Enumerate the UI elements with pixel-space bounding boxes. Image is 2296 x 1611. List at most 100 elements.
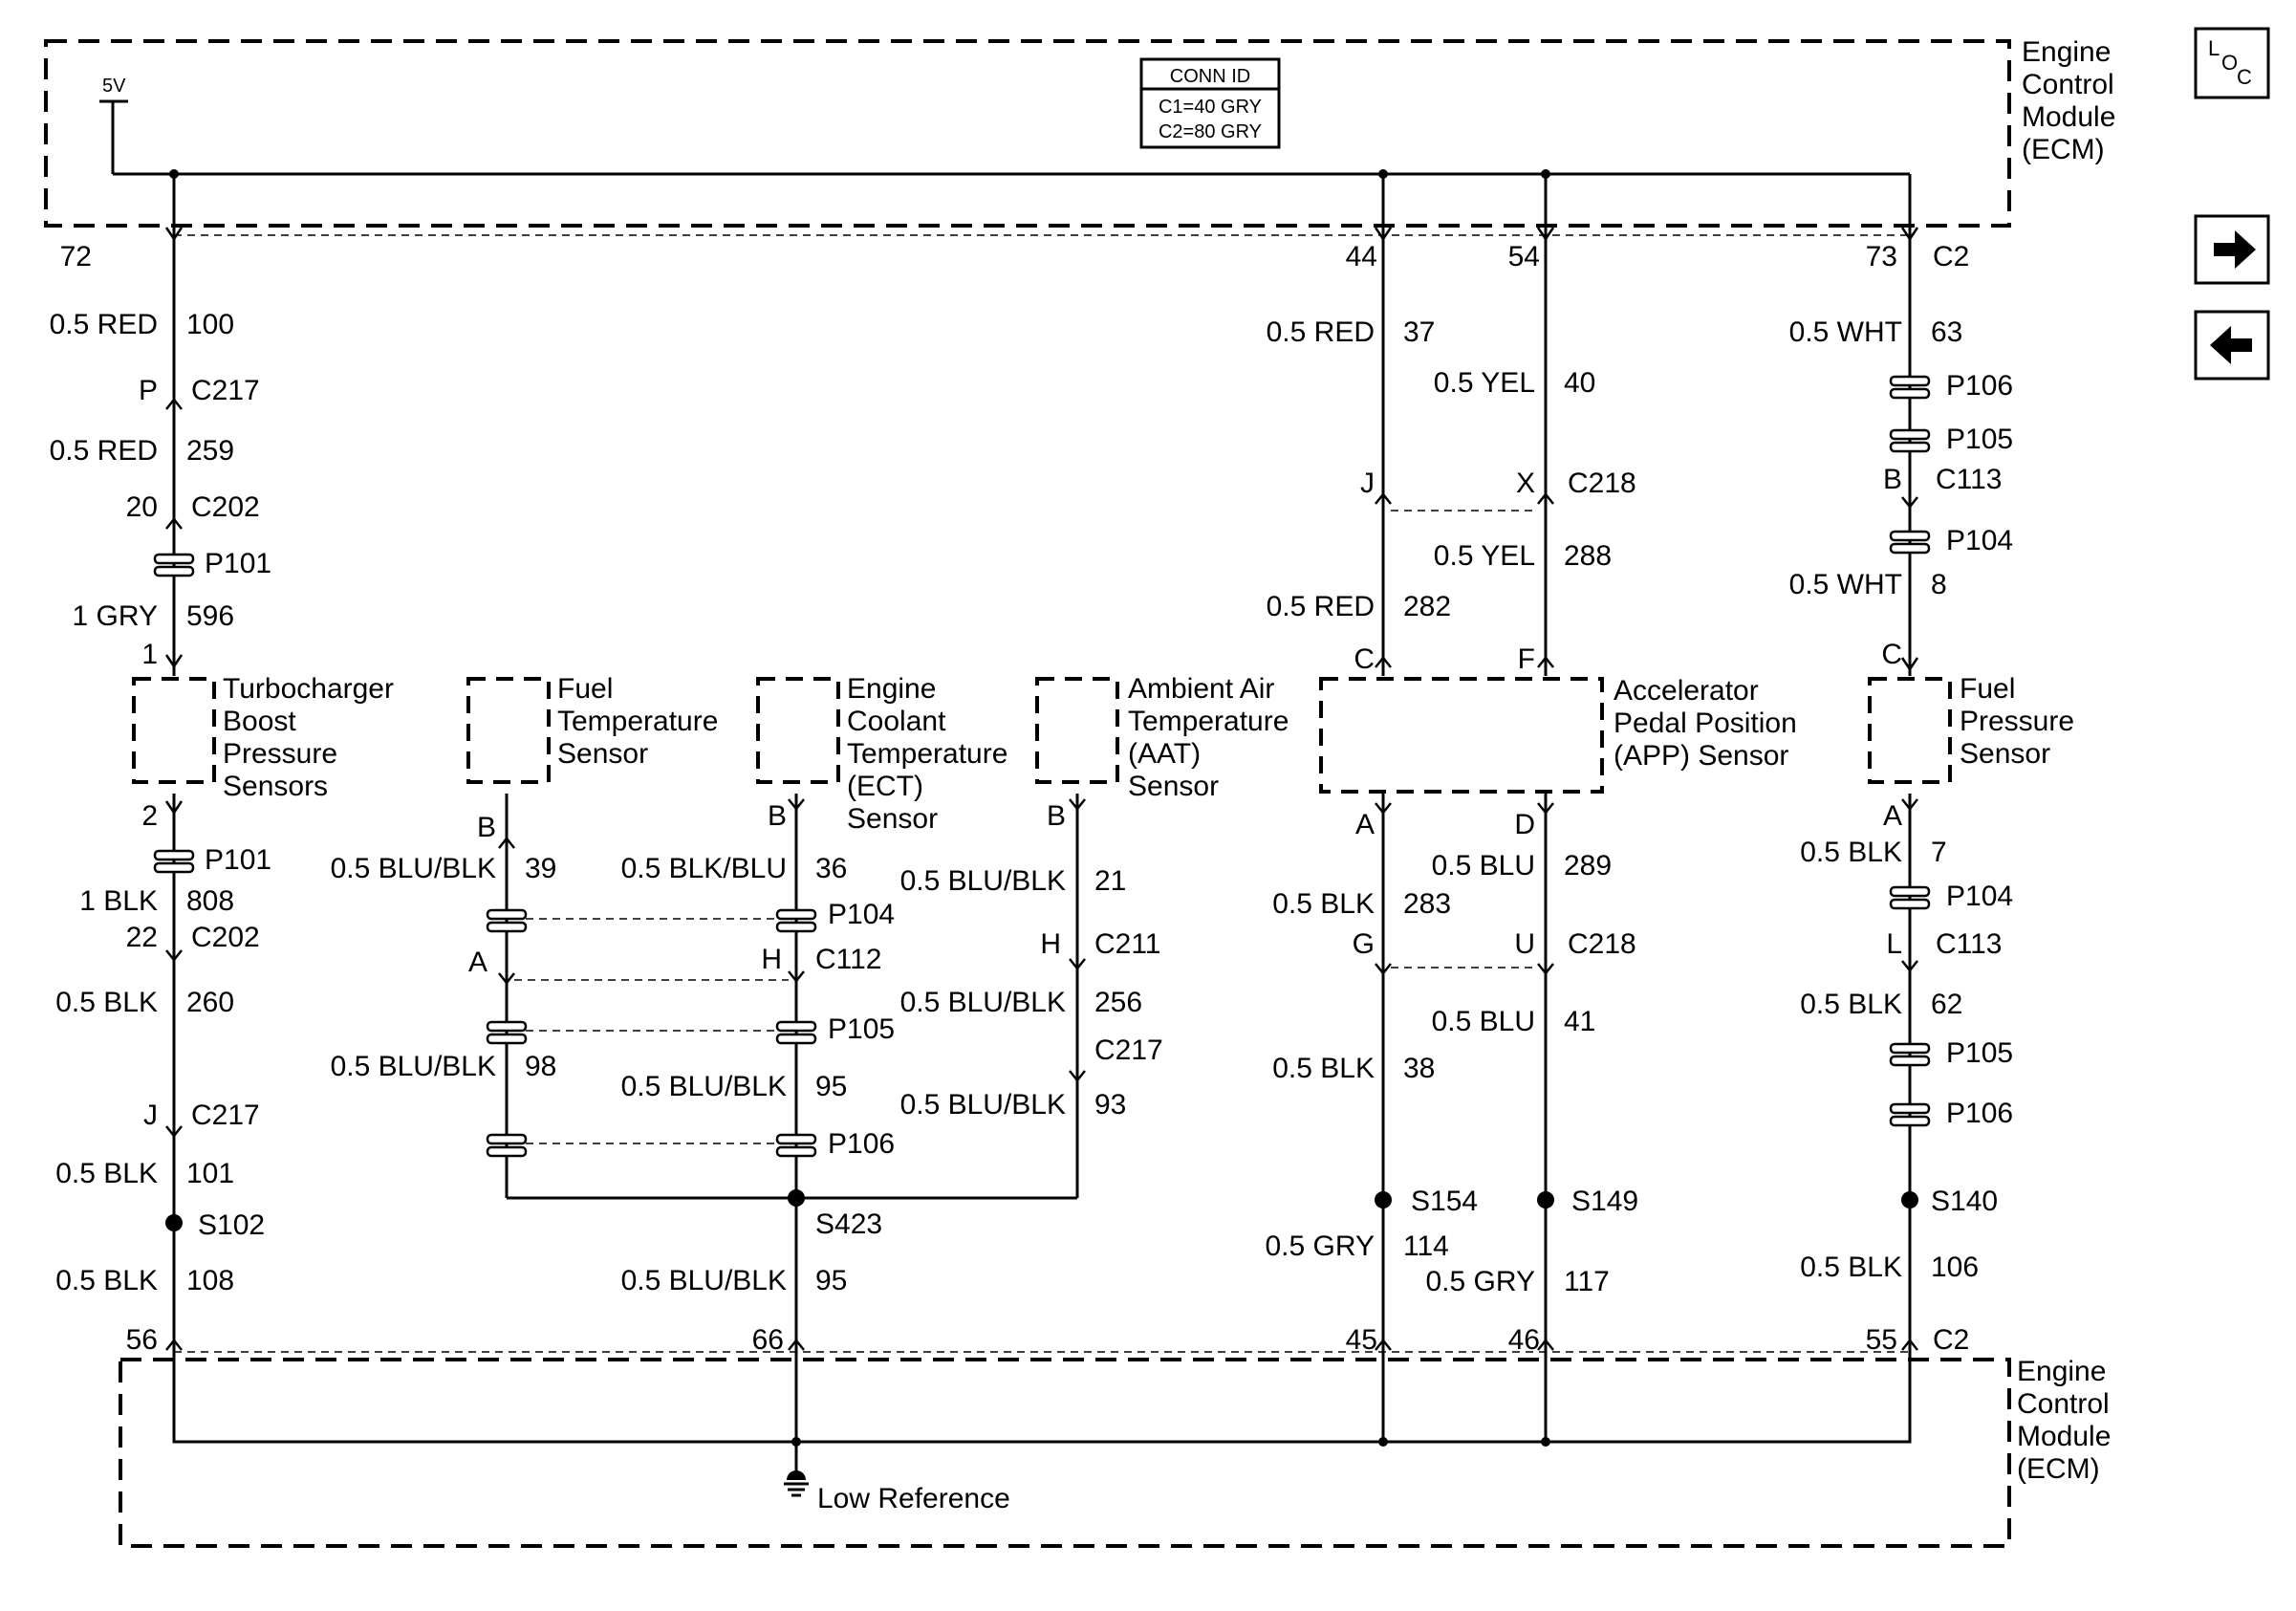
component-label: Sensor — [1960, 738, 2050, 770]
wire-label: P101 — [205, 844, 271, 876]
arrow-left-icon — [2210, 326, 2252, 364]
wire-label: F — [1518, 643, 1535, 675]
wire-label: C2 — [1933, 1324, 1969, 1356]
wire-label: C113 — [1936, 464, 2003, 495]
wire-label: C2 — [1933, 241, 1969, 272]
wire-label: C113 — [1936, 928, 2003, 960]
wire-label: 1 BLK — [79, 885, 158, 917]
wire-label: J — [143, 1099, 158, 1131]
loc-label-c: C — [2237, 65, 2252, 89]
loc-button[interactable]: L O C — [2194, 27, 2270, 99]
wire-label: 100 — [186, 309, 234, 340]
component-label: Sensor — [557, 738, 648, 770]
wire-label: 0.5 BLK — [55, 987, 158, 1018]
wire-label: 2 — [141, 800, 158, 832]
wire-label: H — [761, 944, 782, 975]
ect-sensor: Engine Coolant Temperature (ECT) Sensor — [756, 673, 1007, 835]
component-label: (AAT) — [1128, 738, 1201, 770]
wire-label: C217 — [191, 375, 260, 406]
wire-label: C — [1881, 639, 1902, 670]
wire-label: C217 — [1094, 1034, 1163, 1066]
loc-label-l: L — [2208, 36, 2220, 60]
wire-label: P104 — [1946, 881, 2013, 912]
wire-label: 8 — [1931, 569, 1947, 600]
ecm-top-title-line: (ECM) — [2022, 134, 2105, 165]
arrow-right-icon — [2214, 230, 2256, 269]
wire-label: C202 — [191, 922, 260, 953]
next-page-button[interactable] — [2194, 214, 2270, 285]
wire-label: 62 — [1931, 989, 1962, 1020]
wire-label: P — [139, 375, 158, 406]
wire-label: 21 — [1094, 865, 1126, 897]
wire-label: C211 — [1094, 928, 1161, 960]
wire-label: 259 — [186, 435, 234, 467]
wire-label: U — [1514, 928, 1535, 960]
ecm-bottom-title: Engine Control Module (ECM) — [2017, 1356, 2111, 1485]
wire-label: S102 — [198, 1209, 265, 1241]
wire-label: 1 GRY — [73, 600, 159, 632]
wire-label: 73 — [1866, 241, 1897, 272]
wire-label: 0.5 BLU — [1432, 850, 1535, 882]
wire-label: C112 — [815, 944, 882, 975]
fuel-pressure-sensor: Fuel Pressure Sensor — [1868, 673, 2074, 784]
wire-label: 0.5 BLK — [1800, 1252, 1902, 1283]
wire-label: 46 — [1508, 1324, 1540, 1356]
loc-label-o: O — [2221, 51, 2238, 75]
wire-label: 0.5 WHT — [1789, 316, 1902, 348]
wire-label: 54 — [1508, 241, 1540, 272]
ground-icon — [784, 1470, 809, 1497]
wire-label: 0.5 GRY — [1265, 1230, 1375, 1262]
wire-label: B — [1883, 464, 1902, 495]
wire-label: 0.5 BLU/BLK — [900, 1089, 1066, 1121]
wire-label: 0.5 BLK — [1800, 989, 1902, 1020]
wire-label: 288 — [1564, 540, 1612, 572]
inline-connectors — [153, 375, 1931, 1158]
wire-label: J — [1360, 468, 1375, 499]
wire-label: 72 — [60, 241, 92, 272]
wire-label: 98 — [525, 1051, 556, 1082]
wire-label: C — [1354, 643, 1375, 675]
splice-s149 — [1537, 1191, 1554, 1208]
component-label: Coolant — [847, 706, 946, 737]
ecm-bottom-title-line: Engine — [2017, 1356, 2106, 1387]
wire-label: A — [1355, 809, 1375, 840]
wire-label: P105 — [1946, 424, 2013, 455]
ecm-top-module — [44, 39, 2011, 236]
wire-label: 39 — [525, 853, 556, 884]
ecm-bottom-module — [119, 1350, 2011, 1548]
ecm-bottom-title-line: Module — [2017, 1421, 2111, 1452]
wire-label: B — [768, 800, 787, 832]
wire-label: 55 — [1866, 1324, 1897, 1356]
wire-label: S423 — [815, 1208, 882, 1240]
wire-label: 37 — [1403, 316, 1435, 348]
wire-label: P104 — [828, 899, 895, 930]
ecm-bottom-title-line: Control — [2017, 1388, 2110, 1420]
5v-label: 5V — [102, 76, 126, 97]
wire-label: 0.5 BLK — [55, 1158, 158, 1189]
wire-label: 0.5 BLU/BLK — [621, 1071, 787, 1102]
wire-label: S154 — [1411, 1186, 1478, 1217]
wire-label: 56 — [126, 1324, 158, 1356]
wire-label: C218 — [1568, 928, 1636, 960]
conn-id-box: CONN ID C1=40 GRY C2=80 GRY — [1139, 57, 1281, 149]
ecm-top-title: Engine Control Module (ECM) — [2022, 36, 2115, 165]
wire-label: 0.5 RED — [1267, 591, 1375, 622]
wire-label: 0.5 YEL — [1434, 367, 1535, 399]
splice-s102 — [165, 1214, 183, 1231]
wire-label: P105 — [1946, 1037, 2013, 1069]
wire-label: X — [1516, 468, 1535, 499]
app-sensor: Accelerator Pedal Position (APP) Sensor — [1319, 675, 1797, 794]
wire-label: 0.5 RED — [50, 309, 158, 340]
conn-id-line: C1=40 GRY — [1159, 97, 1262, 118]
wire-label: 0.5 BLU/BLK — [331, 853, 496, 884]
previous-page-button[interactable] — [2194, 310, 2270, 381]
wire-label: 45 — [1346, 1324, 1377, 1356]
wire-label: 66 — [752, 1324, 784, 1356]
5v-source: 5V — [99, 76, 128, 174]
wire-label: A — [468, 947, 487, 978]
splice-s140 — [1901, 1191, 1918, 1208]
wire-label: 41 — [1564, 1006, 1595, 1037]
wire-label: 0.5 BLU/BLK — [900, 865, 1066, 897]
